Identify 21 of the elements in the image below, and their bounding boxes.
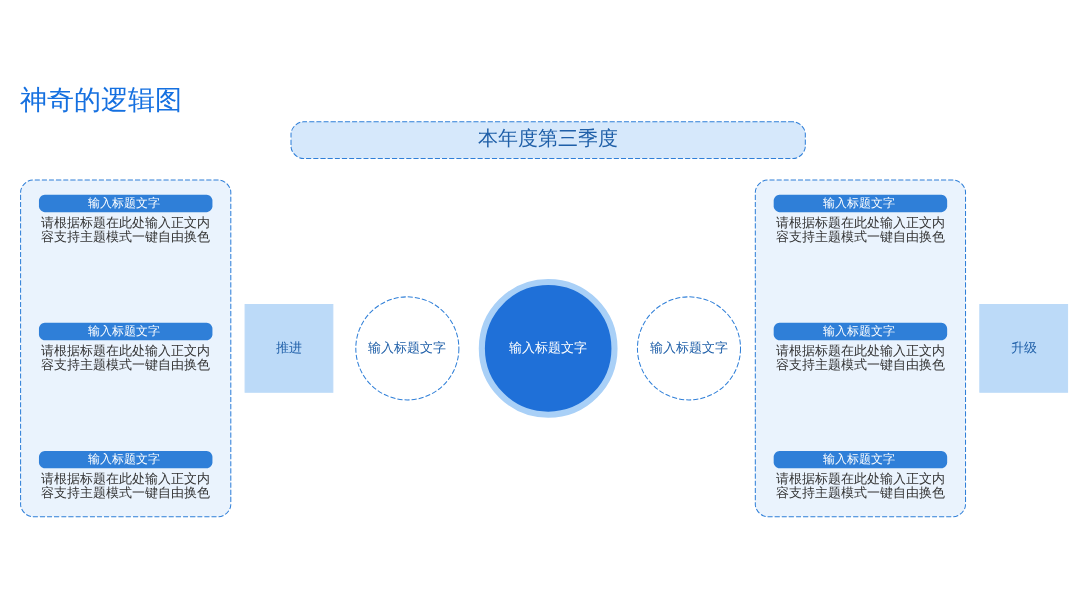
node-box: 输入标题文字: [773, 450, 948, 468]
node-label: 请根据标题在此处输入正文内容支持主题模式一键自由换色: [775, 342, 945, 372]
node-box: 输入标题文字: [38, 194, 213, 212]
cluster: [20, 179, 232, 517]
node-circle: 输入标题文字: [478, 278, 618, 418]
node-box: 推进: [244, 303, 334, 393]
node-box: 输入标题文字: [773, 194, 948, 212]
node-box: 输入标题文字: [773, 322, 948, 340]
node-label: 请根据标题在此处输入正文内容支持主题模式一键自由换色: [775, 214, 945, 244]
node-label: 请根据标题在此处输入正文内容支持主题模式一键自由换色: [41, 214, 210, 244]
node-circle: 输入标题文字: [355, 295, 460, 400]
node-box: 升级: [979, 303, 1069, 393]
node-label: 请根据标题在此处输入正文内容支持主题模式一键自由换色: [775, 470, 945, 500]
node-box: 输入标题文字: [38, 450, 213, 468]
node-label: 请根据标题在此处输入正文内容支持主题模式一键自由换色: [41, 342, 210, 372]
node-box: 输入标题文字: [38, 322, 213, 340]
node-circle: 输入标题文字: [636, 295, 742, 400]
node-label: 请根据标题在此处输入正文内容支持主题模式一键自由换色: [41, 470, 210, 500]
node-box: 本年度第三季度: [290, 120, 806, 159]
diagram-title: 神奇的逻辑图: [20, 83, 183, 115]
cluster: [754, 179, 967, 517]
